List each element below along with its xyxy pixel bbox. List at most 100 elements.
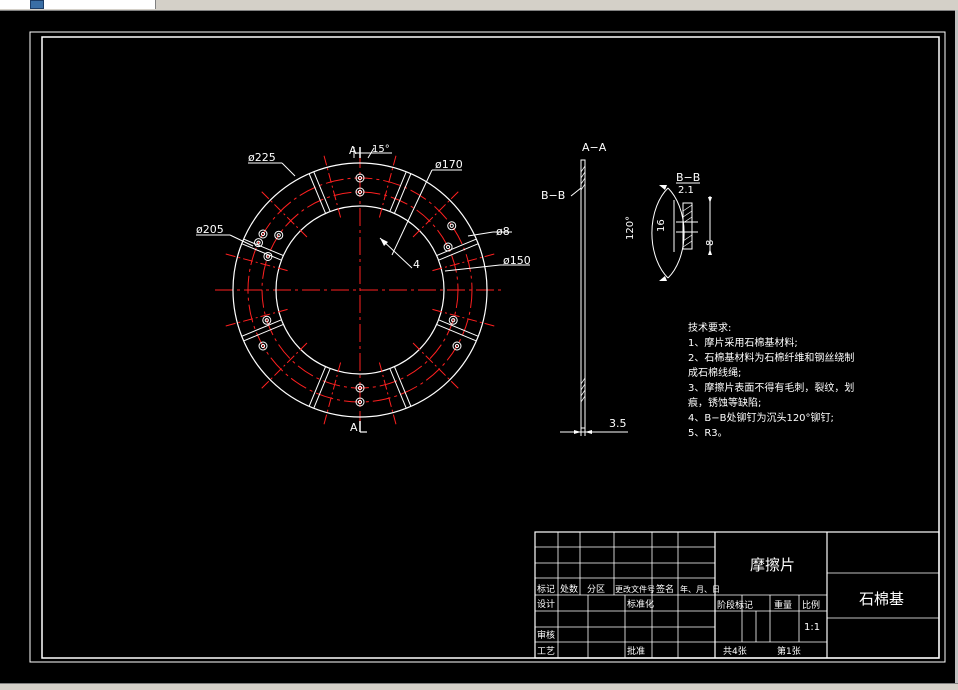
bolt-circle-inner [261,191,459,389]
dim-bb-angle-120: 120° [625,216,636,240]
radial-centerline [432,252,498,272]
radial-centerline [322,362,342,428]
bolt-hole-inner [451,318,456,323]
tb-part-name: 摩擦片 [750,556,795,574]
radial-centerline [259,342,308,391]
window-toolbar [0,0,958,11]
bolt-hole-outer [355,173,365,183]
bolt-hole-inner [276,233,281,238]
vertical-scrollbar[interactable] [955,10,958,683]
section-aa-title: A−A [582,141,607,154]
bolt-hole-inner [260,231,266,237]
bolt-hole-outer [355,383,365,393]
bolt-hole-outer [274,230,284,240]
technical-requirements: 技术要求: 1、摩片采用石棉基材料; 2、石棉基材料为石棉纤维和钢丝绕制 成石棉… [688,321,854,439]
tb-sheets-total: 共4张 [723,646,747,657]
bolt-hole-inner [449,223,454,228]
groove-slot-edge [438,319,479,337]
tb-stage-label: 阶段标记 [717,599,753,611]
section-label-a-top: A [349,144,357,157]
tb-standardize: 标准化 [627,598,654,610]
notes-line: 4、B−B处铆钉为沉头120°铆钉; [688,411,834,424]
radial-centerline [412,189,461,238]
radial-centerline [322,152,342,218]
groove-slot-edge [389,368,407,409]
bolt-hole-inner [265,254,271,259]
notes-title: 技术要求: [688,321,731,334]
notes-line: 5、R3。 [688,428,728,439]
dim-d8: ø8 [496,225,510,238]
groove-slot-edge [313,368,331,409]
radial-centerline [378,152,398,218]
groove-slot-edge [243,238,284,257]
notes-line: 痕，锈蚀等缺陷; [688,396,761,409]
center-lines [215,150,505,432]
bolt-hole-outer [262,315,272,325]
groove-slot-edge [389,171,407,212]
bolt-hole-outer [263,251,273,261]
bolt-hole-outer [258,229,268,239]
dim-d225: ø225 [248,151,276,164]
bolt-hole-inner [357,399,363,405]
ring-front-view [196,147,530,433]
dim-d170: ø170 [435,158,463,171]
section-bb-reference: B−B [541,189,565,202]
tb-material: 石棉基 [859,590,904,608]
tb-scale-value: 1:1 [804,622,820,633]
dim-thickness-3-5: 3.5 [609,417,627,430]
groove-slot-edge [436,238,477,257]
groove-slot-edge [436,323,477,342]
groove-slot-edge [241,243,282,261]
title-block [534,531,940,659]
tb-process: 工艺 [537,646,555,657]
dim-angle-15: 15° [372,144,390,155]
notes-line: 成石棉线绳; [688,366,741,379]
bolt-hole-inner [260,343,266,349]
dim-d150: ø150 [503,254,531,267]
drawing-file-icon[interactable] [30,0,44,9]
tb-header: 分区 [587,584,605,595]
tb-scale-label: 比例 [802,599,820,611]
groove-slot-edge [308,173,327,214]
tb-header: 更改文件号 [615,584,655,594]
dim-bb-8: 8 [705,240,716,246]
bolt-hole-outer [253,238,263,248]
radial-centerline [222,252,288,272]
groove-slot-edge [241,319,282,337]
dim-slot-4: 4 [413,258,420,271]
radial-centerline [378,362,398,428]
notes-line: 3、摩擦片表面不得有毛刺，裂纹，划 [688,381,854,394]
section-bb-detail [651,182,712,281]
tb-header: 签名 [656,583,674,595]
bolt-hole-inner [264,318,269,323]
groove-slot-edge [243,323,284,342]
dim-bb-2-1: 2.1 [678,185,694,196]
outer-frame [29,31,946,663]
bolt-hole-outer [355,187,365,197]
groove-slot-edge [308,366,327,407]
bolt-hole-inner [357,385,363,391]
groove-slot-edge [393,173,412,214]
groove-slot-edge [313,171,331,212]
bolt-circle-outer [247,177,473,403]
bolt-hole-inner [357,175,363,181]
tb-header: 标记 [537,583,555,595]
groove-slot-edge [438,243,479,261]
tb-approve: 批准 [627,645,645,657]
bolt-hole-outer [447,221,457,231]
dim-d205: ø205 [196,223,224,236]
notes-line: 1、摩片采用石棉基材料; [688,336,798,349]
tb-review: 审核 [537,629,555,641]
bolt-hole-inner [357,189,363,195]
bolt-hole-outer [443,242,453,252]
tb-weight-label: 重量 [774,599,792,611]
tb-design: 设计 [537,598,555,610]
title-block-texts: 标记 处数 分区 更改文件号 签名 年、月、日 设计 标准化 审核 工艺 批准 … [537,583,820,657]
bolt-hole-inner [445,244,451,250]
ring-inner-edge [275,205,445,375]
radial-centerline [432,308,498,328]
groove-slot-edge [393,366,412,407]
section-label-a-bottom: A [350,421,358,434]
cad-drawing-canvas[interactable]: ø225 ø170 ø205 ø8 ø150 15° 4 A A A−A B−B… [0,10,958,683]
toolbar-window-tab[interactable] [0,0,156,9]
